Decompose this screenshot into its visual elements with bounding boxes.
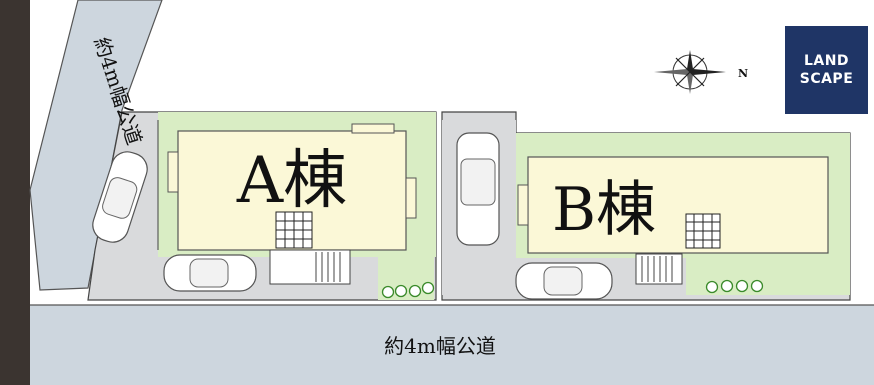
building-b-bay [517, 184, 529, 226]
building-a-label: A棟 [236, 144, 347, 218]
logo-line-2: SCAPE [799, 71, 854, 87]
compass-north-label: N [738, 67, 748, 80]
building-a-bay-left [167, 151, 179, 193]
left-road [29, 0, 163, 291]
compass-icon [654, 50, 726, 94]
left-photo-strip [0, 0, 30, 385]
car-icon [163, 254, 257, 292]
building-b-steps [635, 253, 683, 285]
building-b-entrance-grid [685, 213, 721, 249]
car-icon [456, 132, 500, 246]
bottom-road-label: 約4m幅公道 [384, 334, 496, 358]
building-a-bay-right [405, 177, 417, 219]
car-icon [515, 262, 613, 300]
building-a-entrance-grid [275, 211, 313, 249]
landscape-logo: LAND SCAPE [785, 26, 868, 114]
car-icon [92, 151, 148, 243]
logo-line-1: LAND [803, 53, 850, 69]
bottom-road [30, 305, 874, 385]
building-a-balcony [351, 123, 395, 134]
building-a-steps [269, 249, 351, 285]
building-b-label: B棟 [552, 175, 656, 245]
shrub-icon [381, 279, 764, 299]
building-b [527, 156, 829, 254]
